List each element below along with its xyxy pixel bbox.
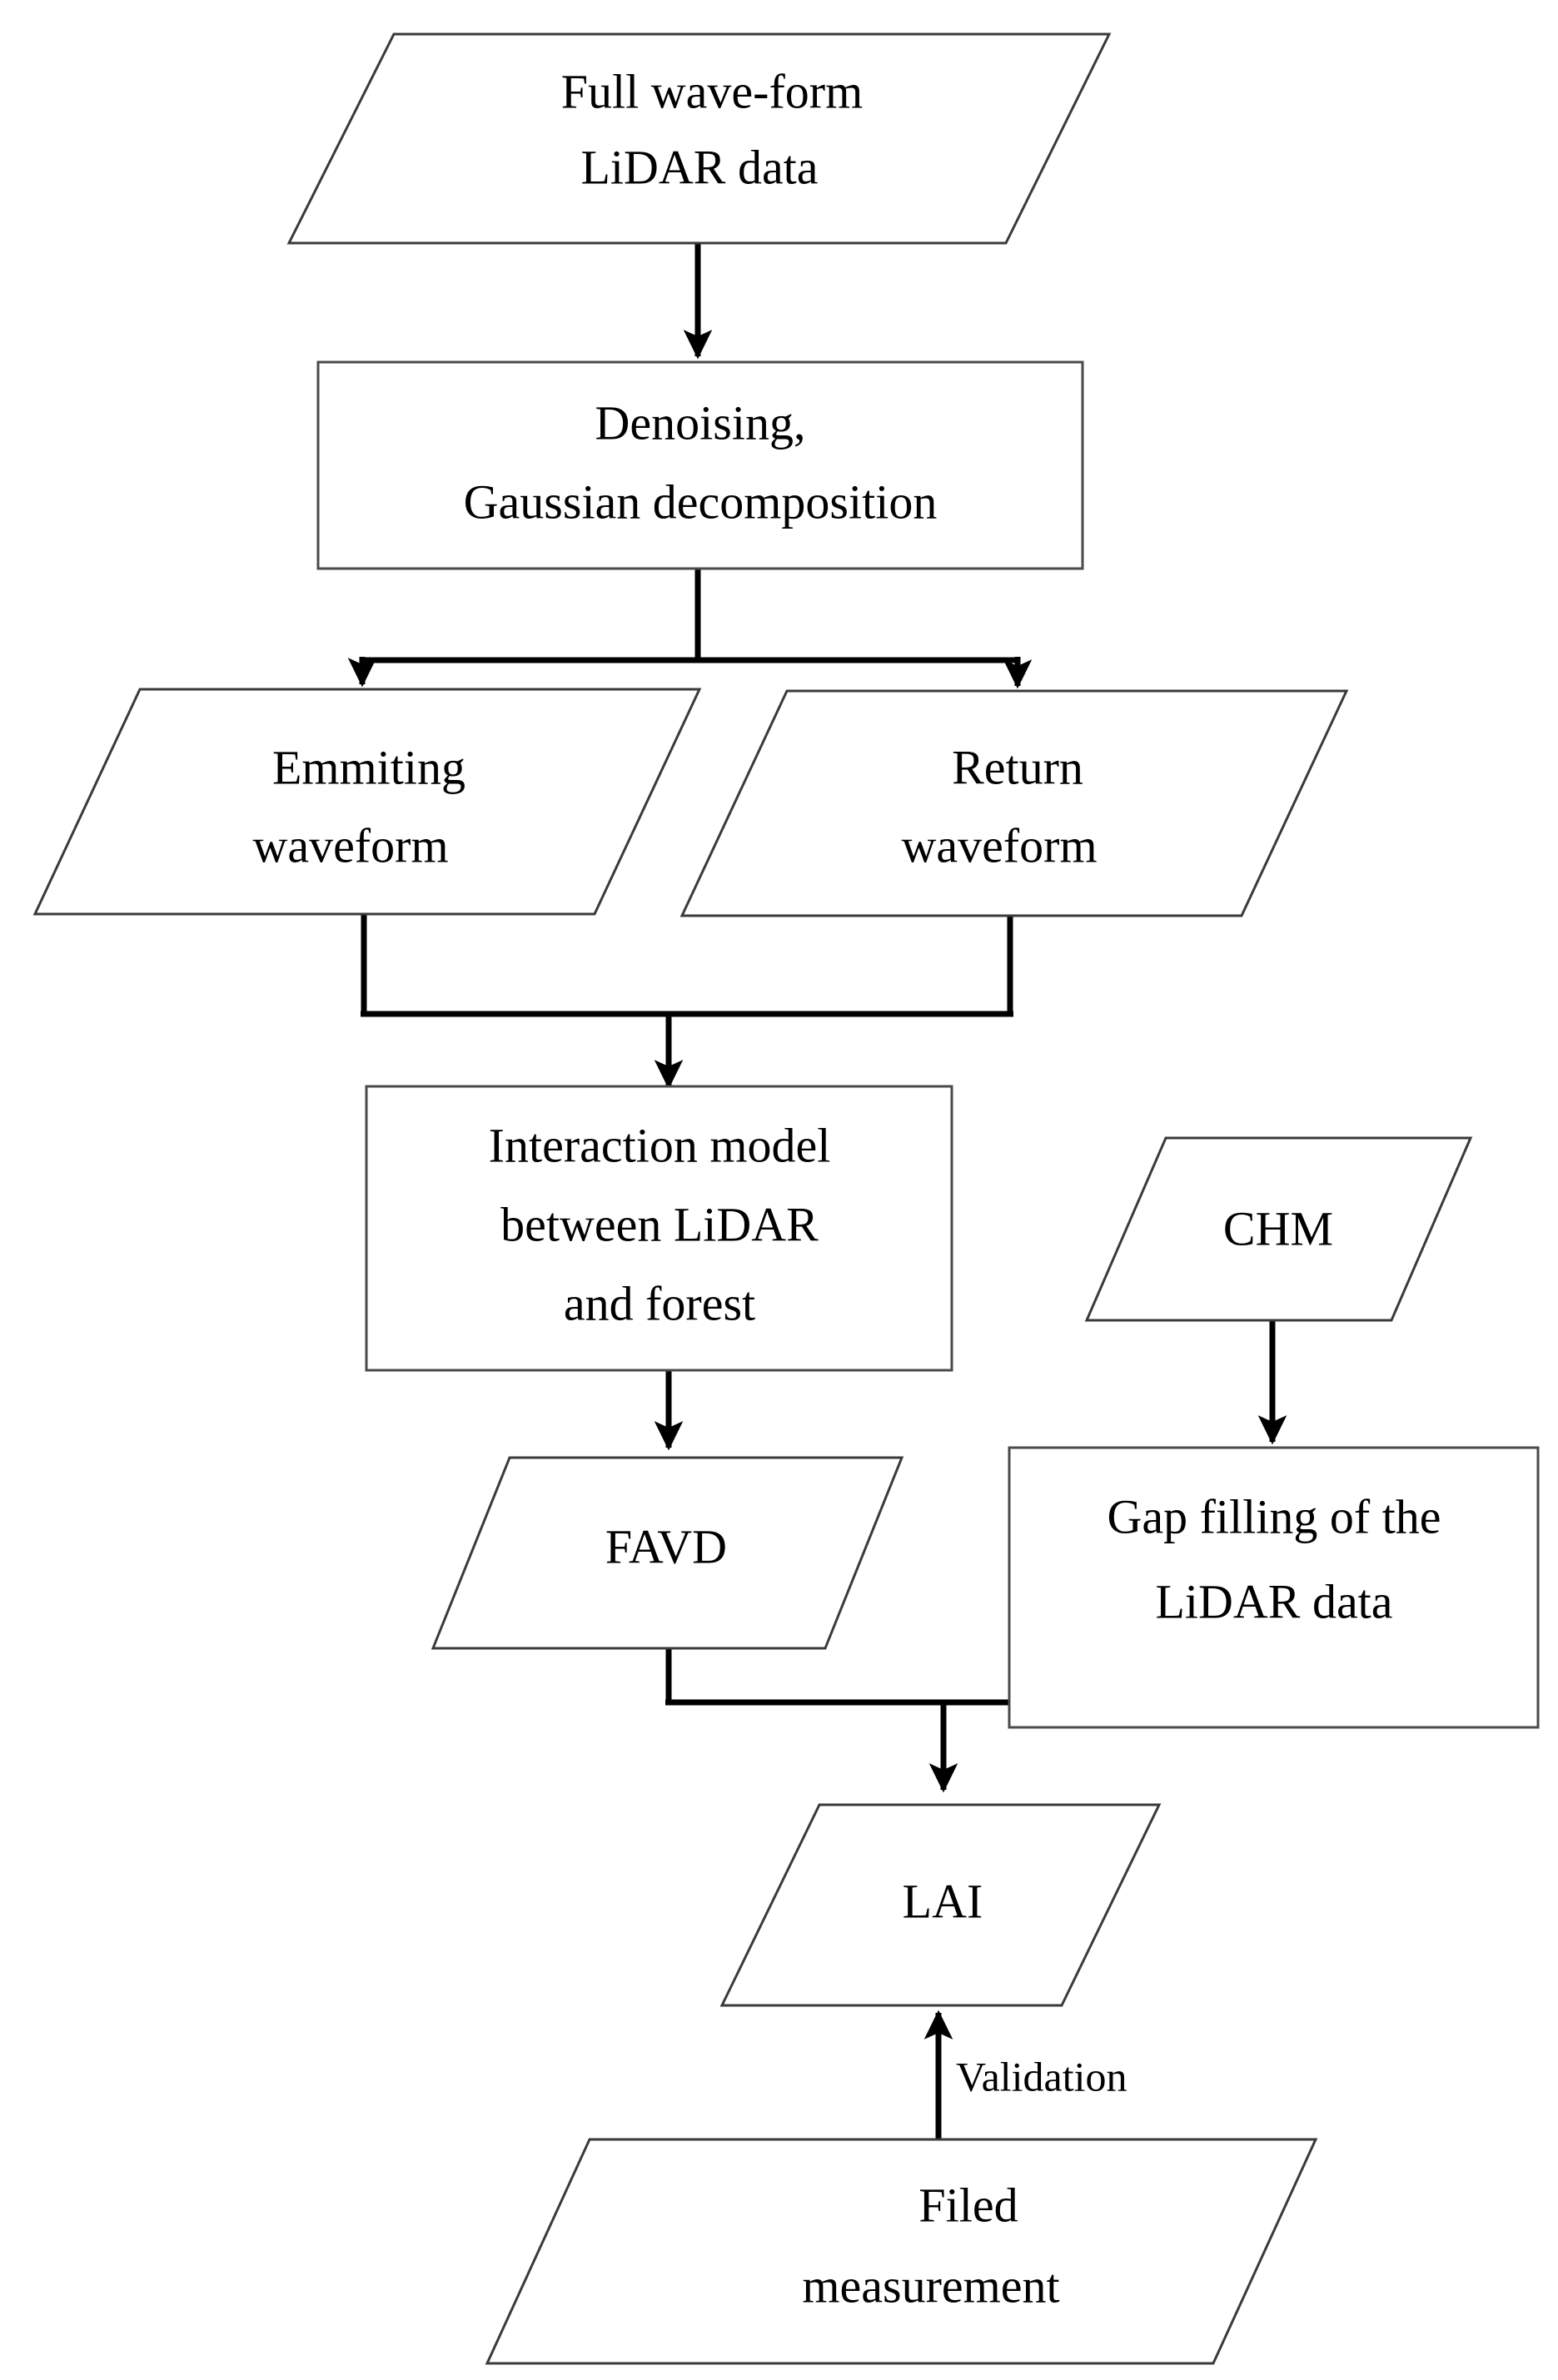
node-label-line: Return [952,740,1083,794]
node-label-line: Interaction model [489,1118,831,1172]
node-return-waveform[interactable]: Return waveform [679,689,1349,917]
parallelogram-shape [485,2138,1318,2365]
node-label-line: waveform [252,818,448,872]
edge-label-validation: Validation [956,2053,1127,2099]
node-lai[interactable]: LAI [719,1803,1162,2007]
node-denoising-gaussian-decomposition[interactable]: Denoising, Gaussian decomposition [316,360,1084,570]
node-chm[interactable]: CHM [1084,1136,1473,1322]
parallelogram-shape [719,1803,1162,2007]
parallelogram-shape [1084,1136,1473,1322]
node-label-line: Denoising, [595,395,806,450]
node-label-line: Emmiting [272,740,465,794]
rectangle-shape [365,1085,953,1372]
node-favd[interactable]: FAVD [431,1456,904,1650]
parallelogram-shape [32,688,702,916]
parallelogram-shape [679,689,1349,917]
node-label-line: Full wave-form [561,64,863,118]
node-label-line: Filed [918,2178,1018,2232]
rectangle-shape [316,360,1084,570]
node-label-line: LiDAR data [1155,1574,1392,1628]
node-label-line: LiDAR data [580,140,818,194]
edge-denoising-split [347,569,1033,689]
node-label-line: CHM [1223,1201,1333,1255]
node-label-line: measurement [802,2258,1059,2313]
node-label-line: waveform [901,818,1097,872]
node-label-line: between LiDAR [500,1197,819,1251]
edge-waveforms-to-interaction-model [361,914,1013,1090]
node-label-line: Gap filling of the [1107,1489,1441,1543]
node-gap-filling-lidar-data[interactable]: Gap filling of the LiDAR data [1008,1446,1540,1729]
parallelogram-shape [431,1456,904,1650]
node-full-waveform-lidar-data[interactable]: Full wave-form LiDAR data [286,32,1112,245]
rectangle-shape [1008,1446,1540,1729]
node-interaction-model[interactable]: Interaction model between LiDAR and fore… [365,1085,953,1372]
node-label-line: and forest [564,1276,755,1330]
node-filed-measurement[interactable]: Filed measurement [485,2138,1318,2365]
node-label-line: Gaussian decomposition [464,475,938,529]
node-label-line: LAI [903,1874,983,1928]
node-label-line: FAVD [605,1519,727,1573]
parallelogram-shape [286,32,1112,245]
node-emmiting-waveform[interactable]: Emmiting waveform [32,688,702,916]
